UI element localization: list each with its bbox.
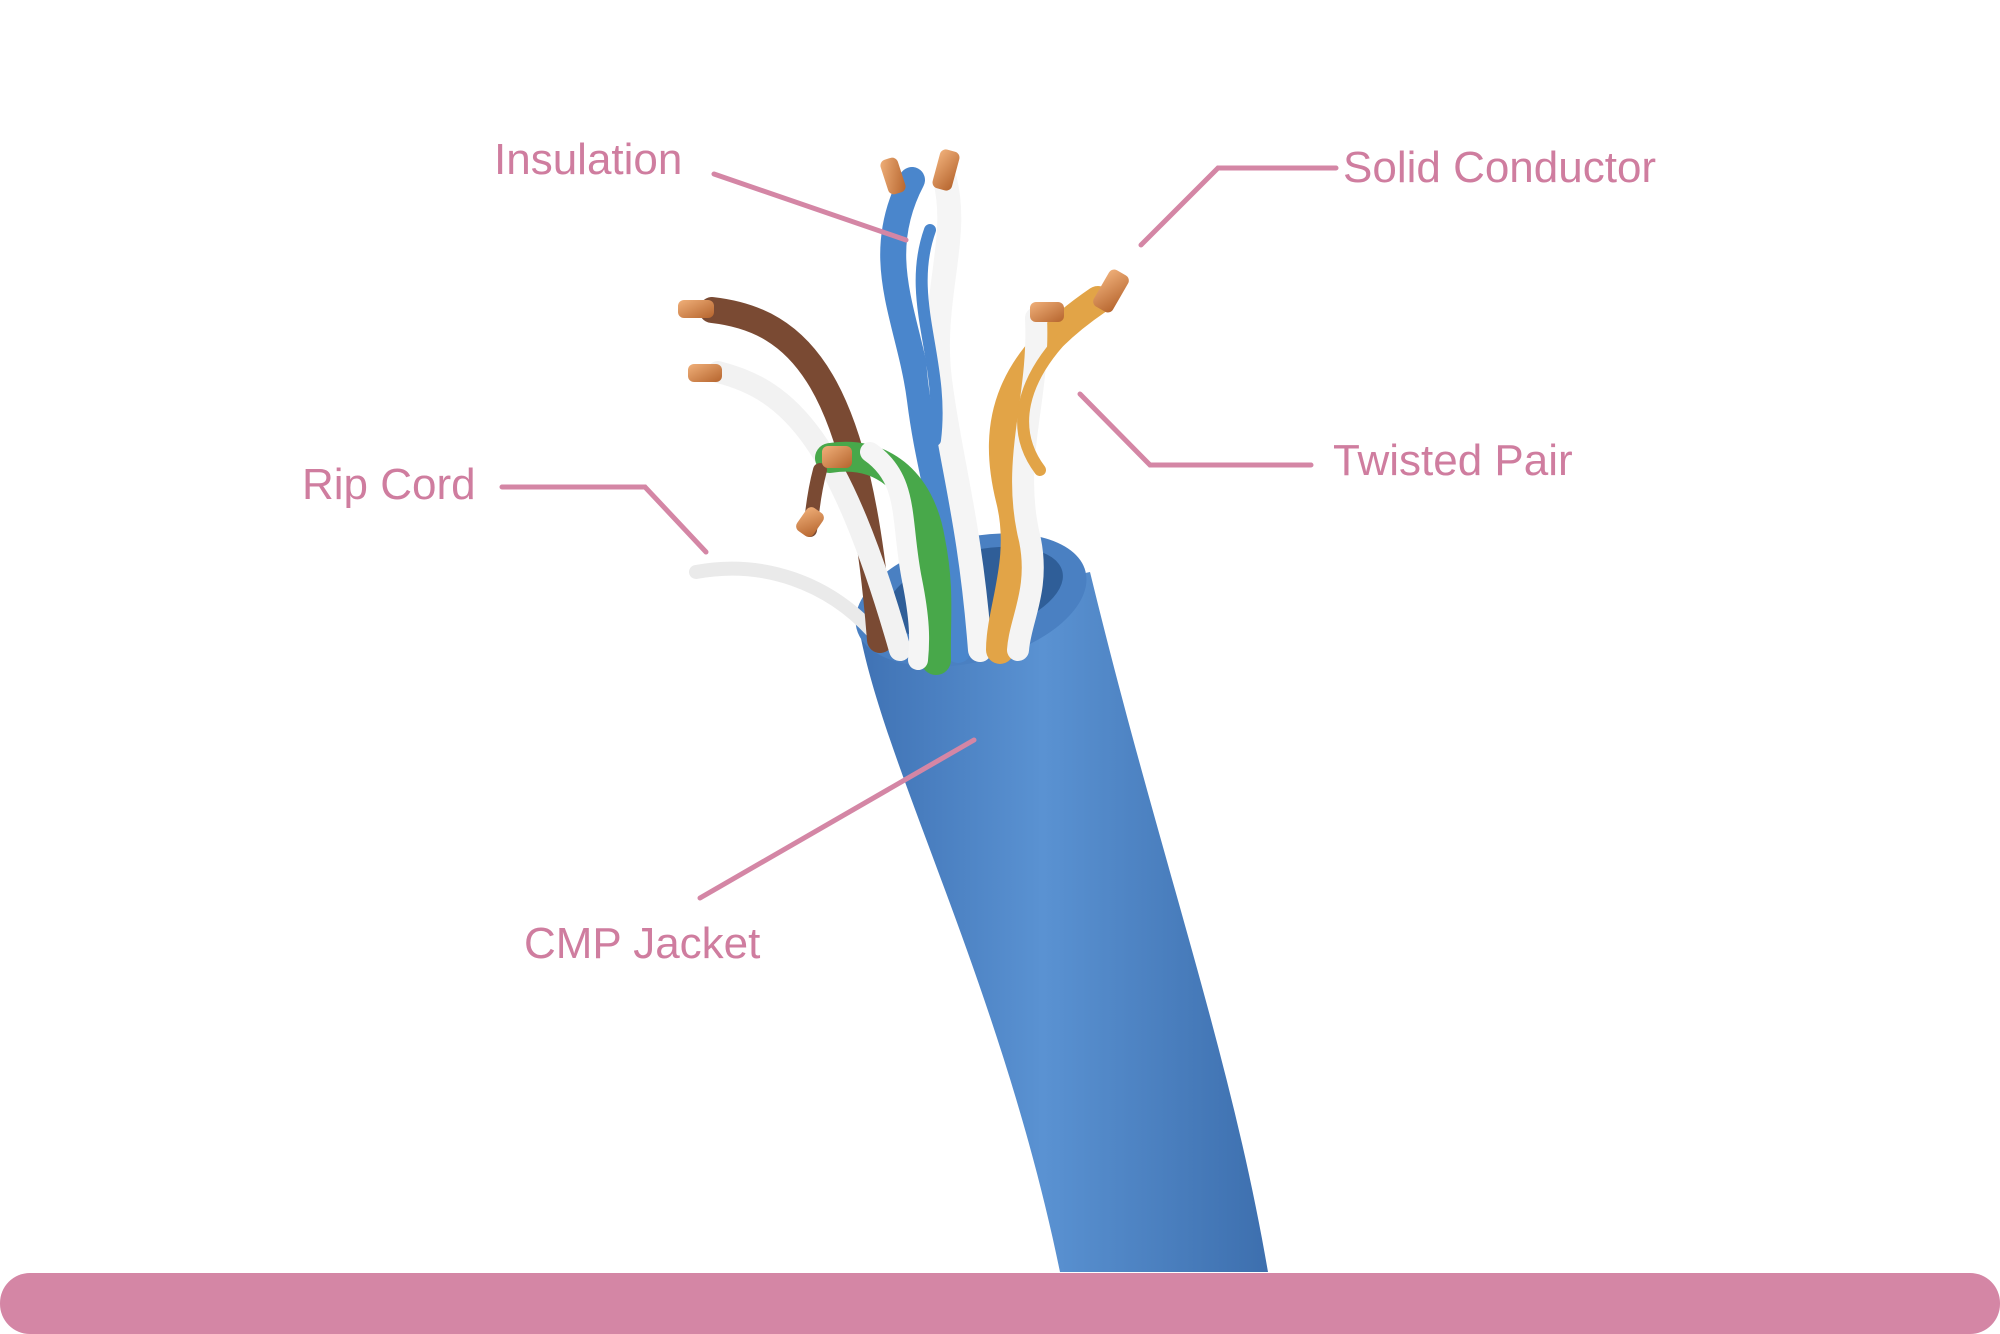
copper-tip <box>796 507 824 537</box>
cmp-jacket-label: CMP Jacket <box>524 919 761 968</box>
copper-tip <box>688 364 722 382</box>
copper-tip <box>932 149 960 191</box>
insulation-leader <box>711 171 909 243</box>
green-pair-shape <box>796 441 952 675</box>
copper-tip <box>1093 269 1129 313</box>
bottom-bar <box>0 1273 2000 1334</box>
rip-cord-shape <box>689 561 887 647</box>
copper-tip <box>822 446 852 468</box>
cmp-jacket-leader <box>697 737 977 901</box>
orange-pair-shape <box>986 269 1129 664</box>
cmp-jacket-shape <box>855 533 1268 1272</box>
solid-conductor-leader <box>1138 165 1339 248</box>
solid-conductor-label: Solid Conductor <box>1343 143 1657 192</box>
twisted-pair-label: Twisted Pair <box>1333 436 1573 485</box>
brown-pair-shape <box>678 297 911 661</box>
rip-cord-leader <box>499 484 709 555</box>
copper-tip <box>678 300 714 318</box>
insulation-label: Insulation <box>494 135 683 184</box>
blue-pair-shape <box>880 149 992 663</box>
rip-cord-label: Rip Cord <box>302 460 476 509</box>
copper-tip <box>880 157 906 195</box>
copper-tip <box>1030 302 1064 322</box>
leader-lines <box>499 165 1339 901</box>
twisted-pair-leader <box>1077 391 1314 468</box>
